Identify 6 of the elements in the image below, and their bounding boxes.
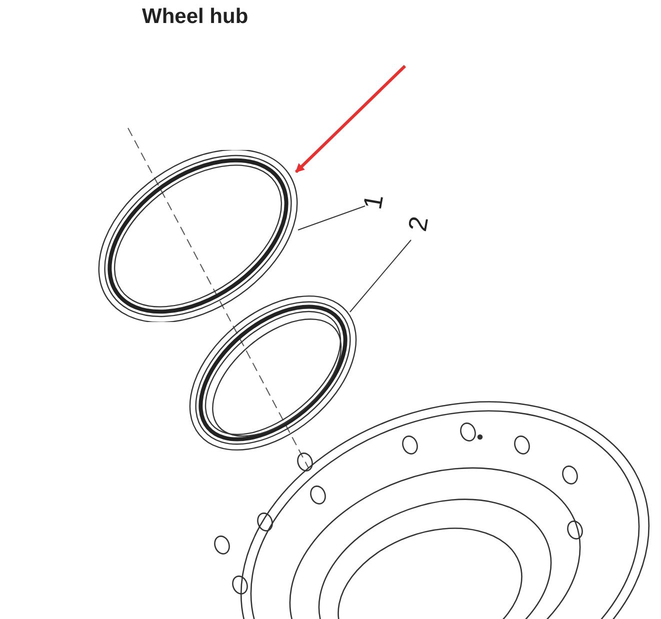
arrow (294, 64, 406, 174)
callout-number: 2 (402, 208, 436, 240)
callout-number: 1 (358, 186, 390, 218)
leader-line (350, 240, 412, 312)
title: Wheel hub (142, 5, 248, 29)
leader-line (298, 206, 366, 230)
